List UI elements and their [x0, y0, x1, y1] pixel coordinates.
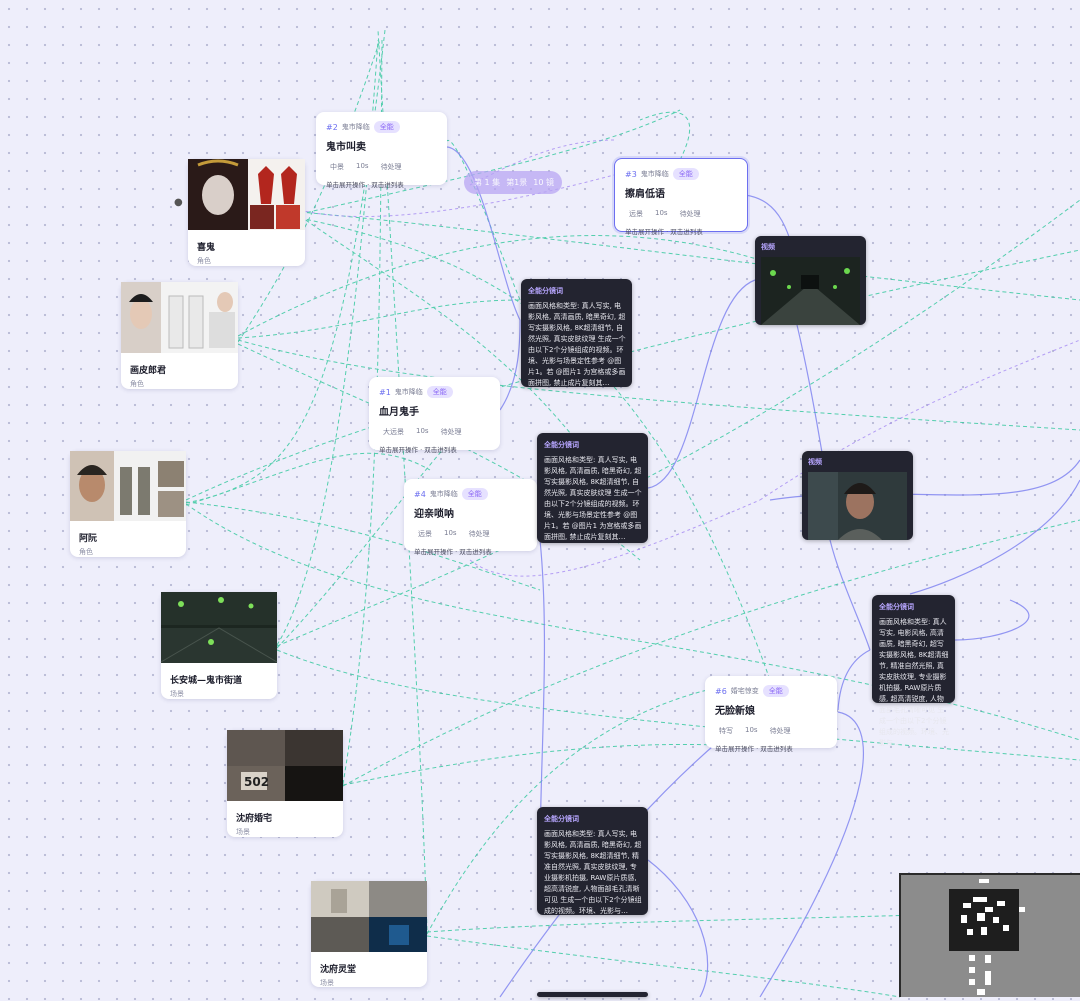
node-hint: 单击展开操作 · 双击进列表	[715, 745, 793, 753]
character-image	[121, 282, 238, 353]
group-label-pill[interactable]: 第 1 集 第1景 10 镜	[464, 171, 562, 194]
asset-type: 场景	[170, 690, 184, 698]
node-hint: 单击展开操作 · 双击进列表	[625, 228, 703, 236]
video-thumbnail[interactable]	[808, 472, 907, 540]
asset-type: 场景	[320, 979, 334, 987]
prompt-text: 画面风格和类型: 真人写实, 电影风格, 高清画质, 暗黑奇幻, 超写实摄影风格…	[879, 618, 949, 747]
video-header: 视频	[808, 458, 822, 466]
asset-name: 长安城—鬼市街道	[170, 676, 243, 686]
shot-number: #1	[379, 387, 391, 397]
shot-title: 鬼市叫卖	[326, 142, 366, 153]
prompt-box-4[interactable]: 全能分镜词 画面风格和类型: 真人写实, 电影风格, 高清画质, 暗黑奇幻, 超…	[537, 807, 648, 915]
minimap[interactable]	[899, 873, 1080, 997]
asset-card-aruan[interactable]: 阿阮 角色	[70, 451, 186, 557]
shot-status: 待处理	[679, 210, 701, 218]
node-hint: 单击展开操作 · 双击进列表	[414, 548, 492, 556]
shot-duration: 10s	[444, 529, 457, 537]
scene-label: 第1景	[506, 178, 528, 187]
door-number: 502	[244, 775, 269, 789]
mode-badge: 全能	[672, 168, 699, 180]
prompt-header: 全能分镜词	[879, 603, 914, 611]
people-icon: ●	[174, 197, 183, 208]
prompt-text: 画面风格和类型: 真人写实, 电影风格, 高清画质, 暗黑奇幻, 超写实摄影风格…	[528, 302, 626, 387]
prompt-header: 全能分镜词	[544, 815, 579, 823]
shot-number: #2	[326, 122, 338, 132]
asset-name: 阿阮	[79, 534, 98, 544]
shot-group: 鬼市降临	[429, 490, 458, 498]
shot-count-label: 10 镜	[533, 178, 555, 187]
episode-label: 第 1 集	[474, 178, 501, 187]
shot-number: #3	[625, 169, 637, 179]
scene-image: 502	[227, 730, 343, 801]
prompt-box-3[interactable]: 全能分镜词 画面风格和类型: 真人写实, 电影风格, 高清画质, 暗黑奇幻, 超…	[872, 595, 955, 747]
shot-number: #6	[715, 686, 727, 696]
asset-card-huapi[interactable]: 画皮郎君 角色	[121, 282, 238, 389]
asset-name: 喜鬼	[197, 243, 216, 253]
shot-number: #4	[414, 489, 426, 499]
scene-image	[311, 881, 427, 952]
shot-title: 擦肩低语	[625, 189, 665, 200]
asset-type: 角色	[130, 380, 144, 388]
shot-group: 婚宅惊变	[730, 687, 759, 695]
mode-badge: 全能	[373, 121, 400, 133]
video-box-2[interactable]: 视频	[802, 451, 913, 540]
video-header: 视频	[761, 243, 775, 251]
asset-type: 角色	[79, 548, 93, 556]
shot-group: 鬼市降临	[341, 123, 370, 131]
shot-duration: 10s	[745, 726, 758, 734]
node-hint: 单击展开操作 · 双击进列表	[379, 446, 457, 454]
asset-card-shenfu-wedding[interactable]: 502 沈府婚宅 场景	[227, 730, 343, 837]
asset-card-xigui[interactable]: 喜鬼 角色	[188, 159, 305, 266]
shot-size: 特写	[719, 727, 733, 735]
character-image	[70, 451, 186, 521]
scene-image	[160, 592, 278, 663]
shot-size: 远景	[418, 530, 432, 538]
shot-status: 待处理	[769, 727, 791, 735]
shot-duration: 10s	[356, 162, 369, 170]
prompt-box-5[interactable]	[537, 992, 648, 997]
shot-group: 鬼市降临	[640, 170, 669, 178]
prompt-text: 画面风格和类型: 真人写实, 电影风格, 高清画质, 暗黑奇幻, 超写实摄影风格…	[544, 456, 642, 541]
prompt-box-2[interactable]: 全能分镜词 画面风格和类型: 真人写实, 电影风格, 高清画质, 暗黑奇幻, 超…	[537, 433, 648, 543]
shot-size: 中景	[330, 163, 344, 171]
asset-name: 沈府婚宅	[236, 814, 273, 824]
asset-name: 画皮郎君	[130, 366, 167, 376]
video-thumbnail[interactable]	[761, 257, 860, 325]
shot-title: 血月鬼手	[379, 407, 419, 418]
asset-type: 角色	[197, 257, 211, 265]
shot-duration: 10s	[655, 209, 668, 217]
prompt-header: 全能分镜词	[528, 287, 563, 295]
mode-badge: 全能	[762, 685, 789, 697]
asset-type: 场景	[236, 828, 250, 836]
character-image	[188, 159, 305, 230]
shot-size: 远景	[629, 210, 643, 218]
mode-badge: 全能	[426, 386, 453, 398]
shot-group: 鬼市降临	[394, 388, 423, 396]
shot-status: 待处理	[468, 530, 490, 538]
minimap-view	[949, 879, 1025, 995]
video-box-1[interactable]: 视频	[755, 236, 866, 325]
shot-status: 待处理	[440, 428, 462, 436]
asset-card-shenfu-hall[interactable]: 沈府灵堂 场景	[311, 881, 427, 987]
mode-badge: 全能	[461, 488, 488, 500]
prompt-text: 画面风格和类型: 真人写实, 电影风格, 高清画质, 暗黑奇幻, 超写实摄影风格…	[544, 830, 642, 915]
shot-title: 迎亲唢呐	[414, 509, 454, 520]
shot-duration: 10s	[416, 427, 429, 435]
prompt-box-1[interactable]: 全能分镜词 画面风格和类型: 真人写实, 电影风格, 高清画质, 暗黑奇幻, 超…	[521, 279, 632, 387]
asset-name: 沈府灵堂	[320, 965, 357, 975]
shot-status: 待处理	[380, 163, 402, 171]
node-hint: 单击展开操作 · 双击进列表	[326, 181, 404, 189]
prompt-header: 全能分镜词	[544, 441, 579, 449]
shot-size: 大远景	[383, 428, 404, 436]
asset-card-changan[interactable]: 长安城—鬼市街道 场景	[160, 592, 278, 699]
shot-title: 无脸新娘	[715, 706, 755, 717]
